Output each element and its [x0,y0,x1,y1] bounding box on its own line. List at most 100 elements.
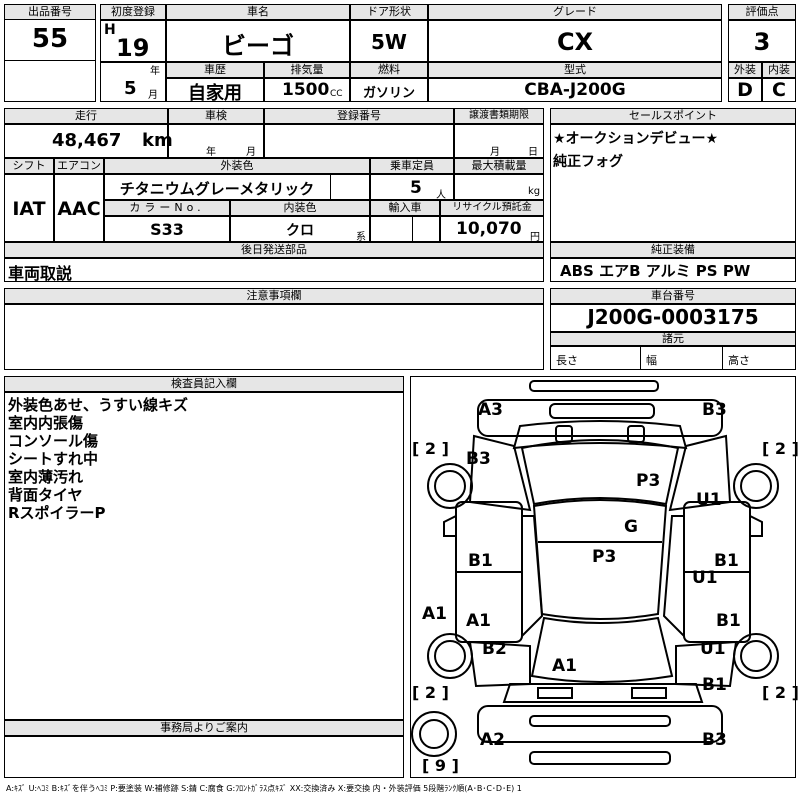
spare-tire-mark: [ 9 ] [422,756,459,775]
inspector-note-1: 外装色あせ、うすい線キズ [8,396,189,414]
load-unit: kg [528,186,541,197]
tire-br-mark: [ 2 ] [762,683,799,702]
car-name-cell [166,20,350,62]
car-diagram [411,380,779,765]
score-header: 評価点 [728,4,796,20]
office-box [4,736,404,778]
sales-point-box [550,124,796,242]
first-reg-header: 初度登録 [100,4,166,20]
max-load-cell [454,174,544,200]
exterior-cell [728,78,762,102]
chassis-number: J200G-0003175 [587,305,759,329]
lot-header: 出品番号 [4,4,96,20]
mark-a2: A2 [480,730,505,750]
door-type: 5W [371,30,407,54]
score-cell [728,20,796,62]
tire-bl-mark: [ 2 ] [412,683,449,702]
tire-tl-mark: [ 2 ] [412,439,449,458]
inspector-note-4: シートすれ中 [8,450,99,468]
door-header: ドア形状 [350,4,428,20]
recycle: 10,070 [456,219,522,239]
inspector-note-5: 室内薄汚れ [8,468,84,486]
car-name: ビーゴ [222,32,294,60]
recycle-cell [440,216,544,242]
mark-b1-right: B1 [714,551,739,571]
later-parts: 車両取説 [8,264,73,283]
model-cell [428,78,722,102]
mark-b1-right3: B1 [702,675,727,695]
inspector-box [4,392,404,720]
inspector-note-2: 室内内張傷 [8,414,84,432]
mark-u1-right: U1 [696,490,722,510]
sales-point-1: ★オークションデビュー★ [553,131,719,147]
ext-color-divider [330,174,331,200]
exterior-grade: D [737,79,753,101]
notes-header: 注意事項欄 [4,288,544,304]
history-cell [166,78,264,102]
ext-color-header: 外装色 [104,158,370,174]
car-name-header: 車名 [166,4,350,20]
sales-point-2: 純正フォグ [553,154,623,170]
mark-b3-bottom: B3 [702,730,727,750]
mark-p3-top: P3 [636,471,661,491]
reg-no-cell [264,124,454,158]
displacement-header: 排気量 [264,62,350,78]
lot-number: 55 [31,24,69,54]
color-no: S33 [150,220,184,239]
inspection-month-unit: 月 [246,147,256,158]
grade-header: グレード [428,4,722,20]
tire-bl-value: 2 [424,683,437,702]
mark-b1-left: B1 [468,551,493,571]
spec-width: 幅 [646,354,657,367]
oem-equip-cell [550,258,796,282]
later-parts-header: 後日発送部品 [4,242,544,258]
max-load-header: 最大積載量 [454,158,544,174]
aircon-header: エアコン [54,158,104,174]
tire-br-value: 2 [774,683,787,702]
spec-height: 高さ [728,354,750,367]
first-reg-year-cell [100,20,166,62]
door-cell [350,20,428,62]
mileage-unit: km [142,130,173,151]
recycle-header: リサイクル預託金 [440,200,544,216]
mark-p3-mid: P3 [592,547,617,567]
reg-year: 19 [116,34,150,62]
history: 自家用 [188,83,242,104]
specs-div-2 [722,346,723,370]
displacement: 1500 [282,80,330,100]
score: 3 [753,28,771,56]
lot-divider [4,60,96,61]
mark-b3-left: B3 [466,449,491,469]
mark-a1-side: A1 [422,604,447,624]
spare-tire-value: 9 [434,756,447,775]
aircon-cell [54,174,104,242]
tire-tr-mark: [ 2 ] [762,439,799,458]
fuel-cell [350,78,428,102]
inspector-note-6: 背面タイヤ [8,486,83,504]
era: H [104,22,116,38]
grade: CX [556,28,594,56]
spec-length: 長さ [556,354,578,367]
month-unit: 月 [148,90,158,101]
model: CBA-J200G [524,80,626,100]
fuel-header: 燃料 [350,62,428,78]
int-color-header: 内装色 [230,200,370,216]
mark-u1-mid: U1 [692,568,718,588]
capacity-cell [370,174,454,200]
displacement-cell [264,78,350,102]
inspector-note-3: コンソール傷 [8,432,99,450]
import-header: 輸入車 [370,200,440,216]
transfer-cell [454,124,544,158]
transfer-header: 譲渡書類期限 [454,108,544,124]
mark-u1-right2: U1 [700,639,726,659]
car-diagram-box [410,376,796,778]
chassis-cell [550,304,796,332]
transfer-month-unit: 月 [490,147,500,158]
specs-cell [550,346,796,370]
capacity-unit: 人 [436,190,446,201]
shift-cell [4,174,54,242]
shift: IAT [12,198,46,220]
oem-equip-header: 純正装備 [550,242,796,258]
grade-cell [428,20,722,62]
color-no-header: カラーNo. [104,200,230,216]
